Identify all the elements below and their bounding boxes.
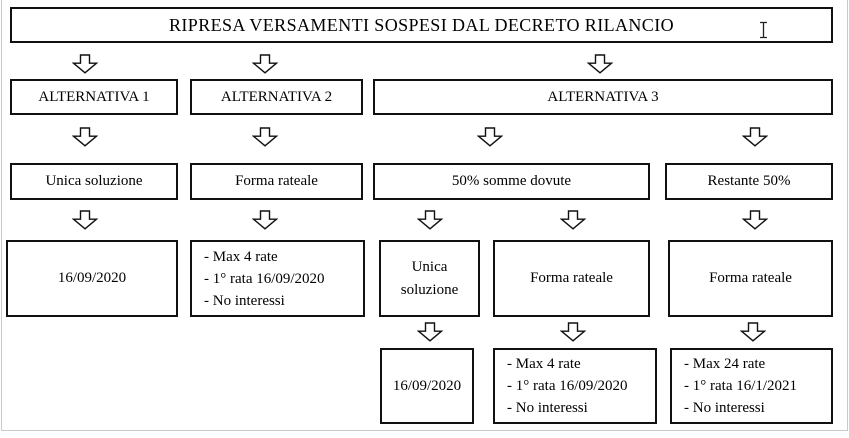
down-arrow-icon <box>252 210 278 230</box>
detail-line: - Max 4 rate <box>507 356 581 372</box>
detail-line: - 1° rata 16/09/2020 <box>204 270 325 287</box>
down-arrow-icon <box>252 127 278 147</box>
alternativa-1-label: ALTERNATIVA 1 <box>38 88 150 105</box>
part2-forma-rateale-label: Forma rateale <box>709 270 792 287</box>
down-arrow-icon <box>740 322 766 342</box>
part1-forma-rateale-label: Forma rateale <box>530 270 613 287</box>
alternativa-2-label: ALTERNATIVA 2 <box>220 88 333 105</box>
down-arrow-icon <box>417 322 443 342</box>
part1-forma-rateale-box: Forma rateale <box>493 240 650 317</box>
part1-deadline-box: 16/09/2020 <box>380 348 474 424</box>
alt3-restante-50-box: Restante 50% <box>665 163 833 200</box>
detail-line: - No interessi <box>204 292 285 309</box>
alt3-50-somme-dovute-label: 50% somme dovute <box>451 173 572 190</box>
title-box: RIPRESA VERSAMENTI SOSPESI DAL DECRETO R… <box>10 7 833 43</box>
alt3-restante-50-label: Restante 50% <box>707 173 791 190</box>
alt3-50-somme-dovute-box: 50% somme dovute <box>373 163 650 200</box>
down-arrow-icon <box>417 210 443 230</box>
alternativa-2-box: ALTERNATIVA 2 <box>190 79 363 115</box>
detail-line: - Max 4 rate <box>204 248 278 265</box>
down-arrow-icon <box>560 322 586 342</box>
down-arrow-icon <box>477 127 503 147</box>
alt1-unica-soluzione-label: Unica soluzione <box>45 173 143 190</box>
down-arrow-icon <box>252 54 278 74</box>
down-arrow-icon <box>587 54 613 74</box>
part1-details-box: - Max 4 rate - 1° rata 16/09/2020 - No i… <box>493 348 657 424</box>
down-arrow-icon <box>72 127 98 147</box>
alt2-forma-rateale-label: Forma rateale <box>235 173 318 190</box>
part1-unica-soluzione-label: Unica soluzione <box>400 259 459 298</box>
alternativa-3-label: ALTERNATIVA 3 <box>547 88 659 105</box>
alt2-forma-rateale-box: Forma rateale <box>190 163 363 200</box>
down-arrow-icon <box>742 210 768 230</box>
detail-line: - No interessi <box>684 400 765 416</box>
detail-line: - Max 24 rate <box>684 356 766 372</box>
ibeam-cursor-icon <box>758 21 769 39</box>
down-arrow-icon <box>72 210 98 230</box>
alt2-details-box: - Max 4 rate - 1° rata 16/09/2020 - No i… <box>190 240 365 317</box>
down-arrow-icon <box>742 127 768 147</box>
detail-line: - 1° rata 16/09/2020 <box>507 378 628 394</box>
part2-details-box: - Max 24 rate - 1° rata 16/1/2021 - No i… <box>670 348 833 424</box>
diagram-title: RIPRESA VERSAMENTI SOSPESI DAL DECRETO R… <box>168 14 675 35</box>
part2-forma-rateale-box: Forma rateale <box>668 240 833 317</box>
alt1-deadline-box: 16/09/2020 <box>6 240 178 317</box>
detail-line: - 1° rata 16/1/2021 <box>684 378 798 394</box>
alternativa-3-box: ALTERNATIVA 3 <box>373 79 833 115</box>
alt1-deadline-label: 16/09/2020 <box>57 270 127 287</box>
alt1-unica-soluzione-box: Unica soluzione <box>10 163 178 200</box>
part1-deadline-label: 16/09/2020 <box>392 377 462 394</box>
detail-line: - No interessi <box>507 400 588 416</box>
alternativa-1-box: ALTERNATIVA 1 <box>10 79 178 115</box>
down-arrow-icon <box>560 210 586 230</box>
down-arrow-icon <box>72 54 98 74</box>
part1-unica-soluzione-box: Unica soluzione <box>379 240 480 317</box>
